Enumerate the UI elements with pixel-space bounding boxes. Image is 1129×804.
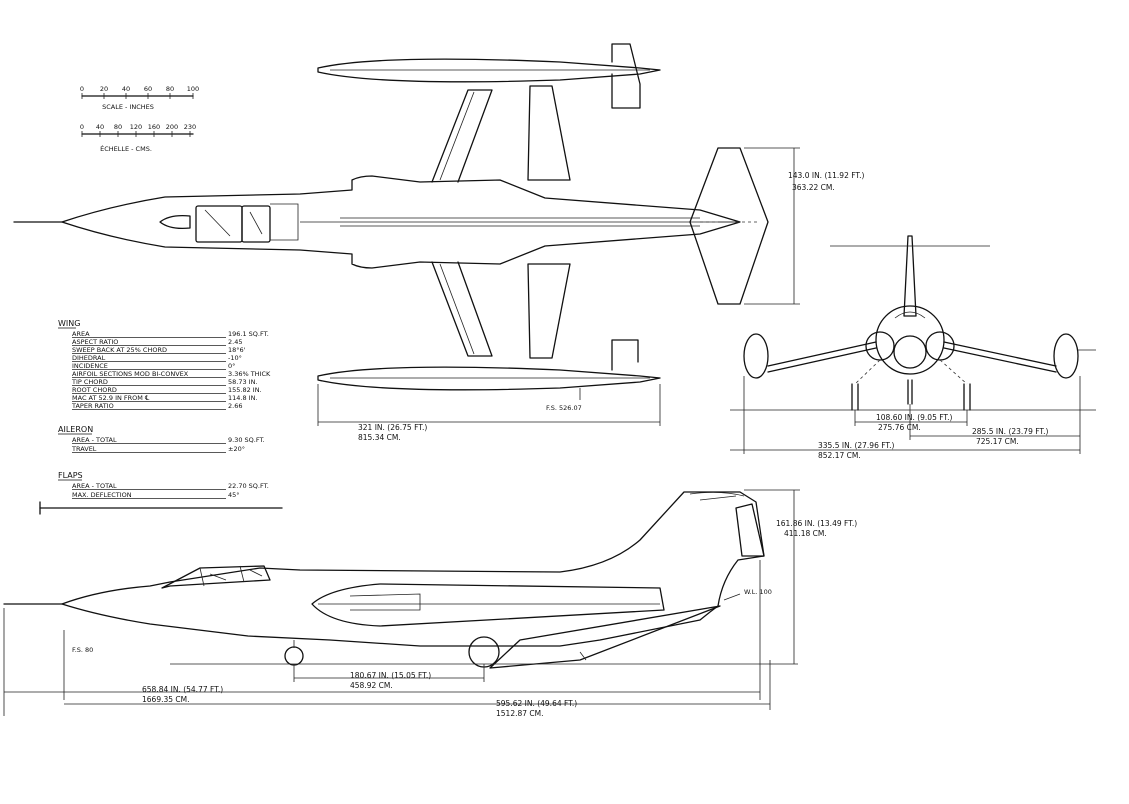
wing-row-label: ASPECT RATIO [72, 338, 118, 346]
wing-row-label: TIP CHORD [71, 378, 108, 386]
inch-tick-40: 40 [122, 85, 130, 93]
overall-length-cm: 1669.35 CM. [142, 695, 190, 704]
front-fin [903, 235, 917, 317]
scale-bars: 0 20 40 60 80 100 SCALE - INCHES 0 40 80… [80, 85, 199, 153]
tail-span-cm: 363.22 CM. [792, 183, 835, 192]
spec-table: WING AREA 196.1 SQ.FT. ASPECT RATIO 2.45SWE… [39, 319, 283, 515]
flaps-row-label: AREA - TOTAL [72, 482, 117, 490]
front-span-cm: 852.17 CM. [818, 451, 861, 460]
plan-tip-tank-upper [317, 58, 661, 83]
side-main-wheel [468, 636, 500, 668]
cm-tick-200: 200 [166, 123, 178, 131]
front-gear-right [963, 383, 971, 411]
overall-length-in: 658.84 IN. (54.77 FT.) [142, 685, 223, 694]
front-track-cm: 275.76 CM. [878, 423, 921, 432]
top-span-in: 321 IN. (26.75 FT.) [358, 423, 427, 432]
flaps-row-value: 45° [228, 491, 240, 499]
side-canopy [161, 565, 271, 589]
front-nose-gear [907, 379, 913, 405]
side-rudder [735, 503, 765, 557]
plan-horizontal-tail [689, 147, 769, 305]
wheelbase-cm: 458.92 CM. [350, 681, 393, 690]
side-ventral-fin [489, 605, 721, 669]
aileron-row-value: 9.30 SQ.FT. [228, 436, 265, 444]
fuselage-length-cm: 1512.87 CM. [496, 709, 544, 718]
wl-label: W.L. 100 [744, 588, 772, 596]
front-halfspan-cm: 725.17 CM. [976, 437, 1019, 446]
height-in: 161.86 IN. (13.49 FT.) [776, 519, 857, 528]
plan-tip-tank-lower [317, 366, 661, 391]
cm-scale-label: ÉCHELLE - CMS. [100, 144, 152, 153]
wing-row-value: 196.1 SQ.FT. [228, 330, 269, 338]
aileron-row-label: AREA - TOTAL [72, 436, 117, 444]
inch-scale-label: SCALE - INCHES [102, 103, 154, 111]
wing-row-label: ROOT CHORD [72, 386, 117, 394]
wing-row-value: 0° [228, 362, 235, 370]
cm-tick-40: 40 [96, 123, 104, 131]
top-span-cm: 815.34 CM. [358, 433, 401, 442]
flaps-title: FLAPS [58, 471, 83, 480]
wing-row-label: SWEEP BACK AT 25% CHORD [72, 346, 167, 354]
aileron-title: AILERON [58, 425, 93, 434]
front-view: 108.60 IN. (9.05 FT.) 275.76 CM. 285.5 I… [730, 235, 1096, 460]
flaps-row-value: 22.70 SQ.FT. [228, 482, 269, 490]
wheelbase-in: 180.67 IN. (15.05 FT.) [350, 671, 431, 680]
wing-row-value: 58.73 IN. [228, 378, 258, 386]
side-tip-tank [311, 583, 665, 627]
wing-row-value: -10° [228, 354, 242, 362]
plan-wing-upper [431, 89, 493, 183]
aileron-row-label: TRAVEL [71, 445, 97, 453]
front-track-in: 108.60 IN. (9.05 FT.) [876, 413, 952, 422]
wing-row-value: 3.36% THICK [228, 370, 271, 378]
wing-row-value: 114.8 IN. [228, 394, 258, 402]
side-fuselage [61, 491, 765, 647]
cm-tick-160: 160 [148, 123, 160, 131]
flaps-row-label: MAX. DEFLECTION [72, 491, 132, 499]
wing-row-label: AREA [72, 330, 90, 338]
plan-strake-upper [527, 85, 571, 181]
plan-view: 143.0 IN. (11.92 FT.) 363.22 CM. F.S. 52… [13, 43, 864, 442]
height-cm: 411.18 CM. [784, 529, 827, 538]
cm-tick-230: 230 [184, 123, 196, 131]
wing-row-label: DIHEDRAL [72, 354, 106, 362]
plan-wing-lower [431, 261, 493, 357]
front-gear-left [851, 383, 859, 411]
side-nose-wheel [284, 646, 304, 666]
side-view: F.S. 80 W.L. 100 161.86 IN. (13.49 FT.) … [3, 489, 857, 718]
wing-row-value: 155.82 IN. [228, 386, 262, 394]
inch-tick-80: 80 [166, 85, 174, 93]
wing-row-label: MAC AT 52.9 IN FROM ℄ [72, 394, 150, 402]
wing-row-label: TAPER RATIO [71, 402, 114, 410]
wing-row-value: 2.66 [228, 402, 242, 410]
wing-title: WING [58, 319, 80, 328]
front-nose [893, 335, 927, 369]
cm-tick-120: 120 [130, 123, 142, 131]
fs-nose-label: F.S. 80 [72, 646, 93, 654]
fs-label: F.S. 526.07 [546, 404, 582, 412]
tail-span-in: 143.0 IN. (11.92 FT.) [788, 171, 864, 180]
wing-row-value: 18°6' [228, 346, 246, 354]
front-halfspan-in: 285.5 IN. (23.79 FT.) [972, 427, 1048, 436]
inch-tick-0: 0 [80, 85, 84, 93]
front-wing-left [767, 341, 877, 367]
front-span-in: 335.5 IN. (27.96 FT.) [818, 441, 894, 450]
cm-tick-0: 0 [80, 123, 84, 131]
inch-tick-20: 20 [100, 85, 108, 93]
wing-row-value: 2.45 [228, 338, 242, 346]
wing-row-label: AIRFOIL SECTIONS MOD BI-CONVEX [72, 370, 189, 378]
aileron-row-value: ±20° [228, 445, 245, 453]
cm-tick-80: 80 [114, 123, 122, 131]
front-fuselage [875, 305, 945, 375]
front-tip-tank-right [1053, 333, 1079, 379]
front-wing-right [943, 341, 1057, 367]
plan-strake-lower [527, 263, 571, 359]
front-tip-tank-left [743, 333, 769, 379]
wing-row-label: INCIDENCE [72, 362, 108, 370]
inch-tick-60: 60 [144, 85, 152, 93]
inch-tick-100: 100 [187, 85, 199, 93]
plan-canopy-front [159, 214, 191, 230]
fuselage-length-in: 595.62 IN. (49.64 FT.) [496, 699, 577, 708]
